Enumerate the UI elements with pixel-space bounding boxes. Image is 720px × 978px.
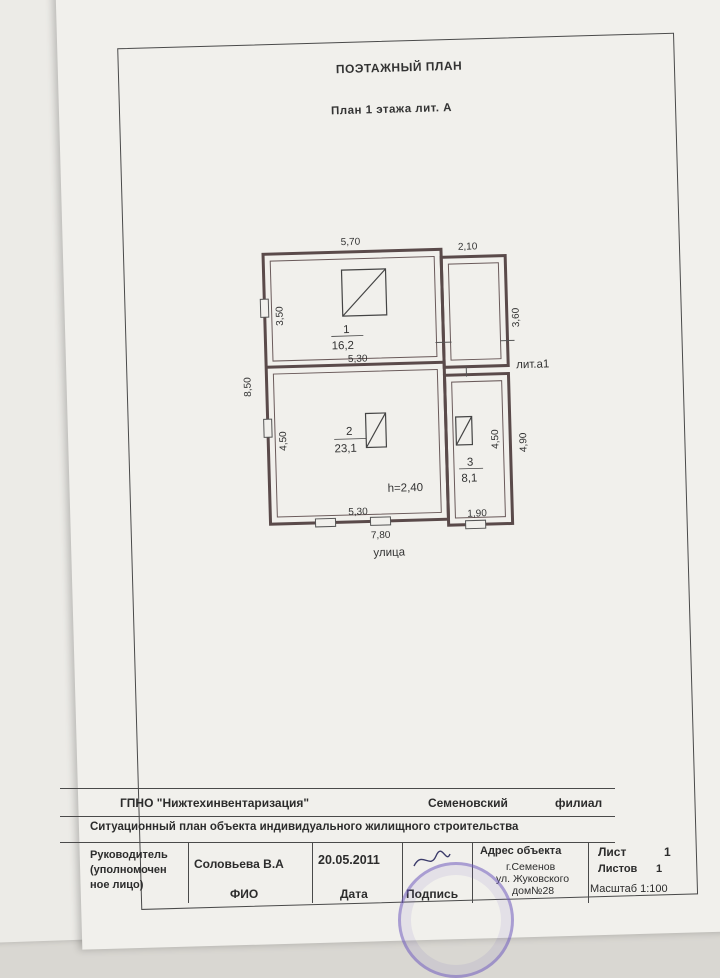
- dim-annex-height: 3,60: [511, 307, 523, 327]
- signature-mark: [412, 848, 452, 872]
- room-1-area: 16,2: [331, 340, 354, 353]
- object-title: Ситуационный план объекта индивидуальног…: [90, 821, 518, 833]
- head-label-line2: (уполномочен: [90, 864, 167, 876]
- branch-word: филиал: [555, 796, 602, 810]
- branch-name: Семеновский: [428, 796, 508, 810]
- sheet-value: 1: [664, 845, 671, 859]
- address-city: г.Семенов: [506, 861, 555, 873]
- dim-top-right: 2,10: [458, 241, 478, 253]
- address-house: дом№28: [512, 885, 554, 897]
- head-label-line1: Руководитель: [90, 849, 168, 861]
- dim-bottom-total: 7,80: [371, 530, 391, 542]
- object-row: Ситуационный план объекта индивидуальног…: [60, 816, 615, 841]
- annex-label: лит.а1: [516, 358, 549, 371]
- sheet-label: Лист: [598, 845, 626, 859]
- address-street: ул. Жуковского: [496, 873, 569, 885]
- room-2-number: 2: [346, 426, 353, 438]
- org-row: ГПНО "Нижтехинвентаризация" Семеновский …: [60, 788, 615, 817]
- head-label-line3: ное лицо): [90, 879, 143, 891]
- sheets-label: Листов: [598, 863, 637, 875]
- dim-bottom-inner: 5,30: [348, 506, 368, 518]
- room-3-area: 8,1: [461, 472, 477, 484]
- ceiling-height: h=2,40: [387, 482, 423, 495]
- col-date: Дата: [340, 887, 368, 901]
- street-label: улица: [373, 546, 406, 559]
- col-fio: ФИО: [230, 887, 258, 901]
- official-stamp: [398, 862, 514, 978]
- dim-room1-height: 3,50: [274, 306, 286, 326]
- dim-room3-height: 4,50: [490, 429, 502, 449]
- fio-value: Соловьева В.А: [194, 857, 284, 871]
- dim-inner-width: 5,30: [348, 353, 368, 365]
- dim-left-total: 8,50: [242, 377, 254, 397]
- dim-room2-height: 4,50: [278, 431, 290, 451]
- dim-right-total: 4,90: [518, 432, 530, 452]
- dim-top-left: 5,70: [341, 237, 361, 249]
- dim-bottom-right: 1,90: [467, 508, 487, 520]
- date-value: 20.05.2011: [318, 853, 380, 867]
- room-3-number: 3: [467, 457, 474, 469]
- room-2-area: 23,1: [334, 443, 357, 456]
- sheets-value: 1: [656, 863, 662, 875]
- scale-label: Масштаб 1:100: [590, 883, 668, 895]
- address-label: Адрес объекта: [480, 845, 561, 857]
- room-1-number: 1: [343, 324, 350, 336]
- signature-row: Руководитель (уполномочен ное лицо) Соло…: [60, 842, 615, 903]
- org-name: ГПНО "Нижтехинвентаризация": [120, 796, 309, 810]
